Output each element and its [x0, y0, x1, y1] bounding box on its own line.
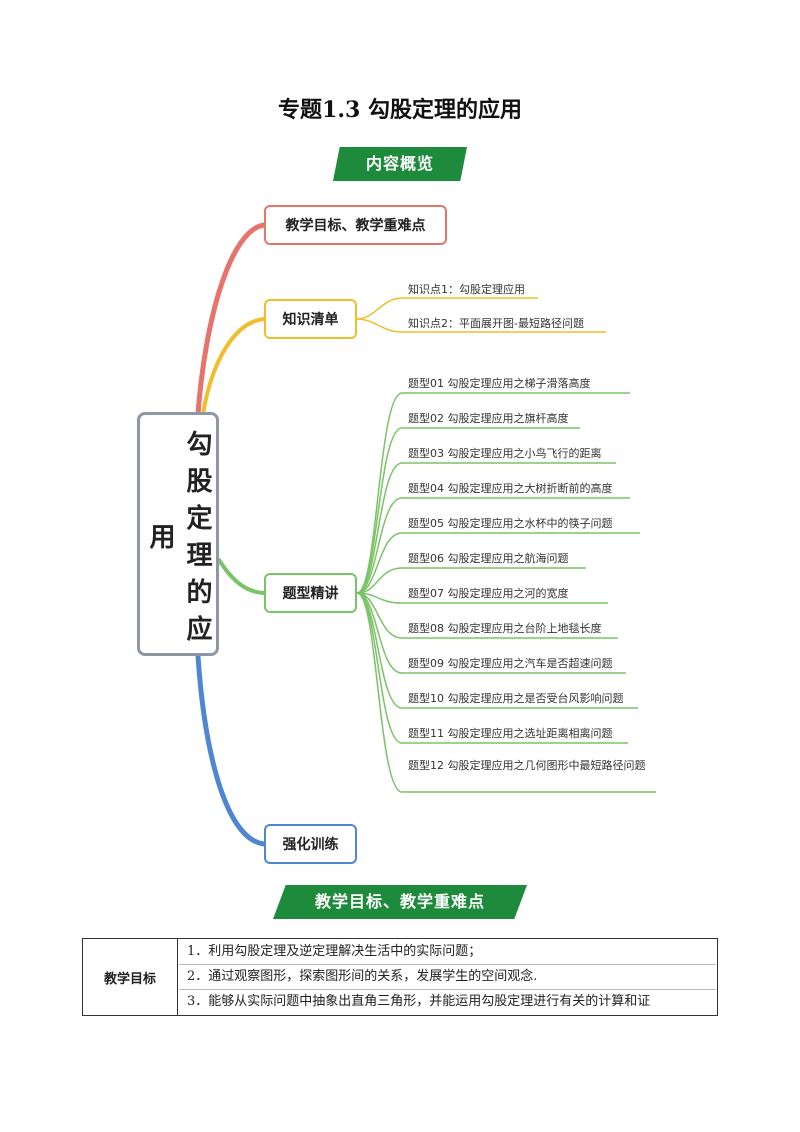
table-row: 教学目标 1．利用勾股定理及逆定理解决生活中的实际问题； 2．通过观察图形，探索…: [82, 938, 718, 1016]
branch-knowledge: 知识清单: [264, 299, 357, 339]
connector-type-02: [356, 427, 580, 594]
goals-list: 1．利用勾股定理及逆定理解决生活中的实际问题； 2．通过观察图形，探索图形间的关…: [177, 938, 718, 1016]
mindmap-root-label: 勾股定理的应用: [145, 430, 212, 652]
branch-types: 题型精讲: [264, 573, 357, 613]
type-item-12: 题型12 勾股定理应用之几何图形中最短路径问题: [408, 759, 646, 772]
branch-goals: 教学目标、教学重难点: [264, 205, 447, 245]
type-item-02: 题型02 勾股定理应用之旗杆高度: [408, 412, 569, 425]
connector-type-07: [356, 592, 608, 604]
type-item-05: 题型05 勾股定理应用之水杯中的筷子问题: [408, 517, 613, 530]
connector-type-06: [356, 567, 586, 594]
type-item-09: 题型09 勾股定理应用之汽车是否超速问题: [408, 657, 613, 670]
goals-label: 教学目标: [82, 938, 178, 1016]
connector-knowledge-2: [356, 318, 606, 333]
goal-item-3: 3．能够从实际问题中抽象出直角三角形，并能运用勾股定理进行有关的计算和证: [187, 994, 651, 1009]
type-item-01: 题型01 勾股定理应用之梯子滑落高度: [408, 377, 591, 390]
connector-type-03: [356, 462, 616, 594]
type-item-10: 题型10 勾股定理应用之是否受台风影响问题: [408, 692, 624, 705]
goal-item-1: 1．利用勾股定理及逆定理解决生活中的实际问题；: [179, 940, 716, 965]
connector-type-05: [356, 532, 640, 594]
connector-training: [195, 653, 267, 847]
connector-goals: [195, 222, 267, 417]
type-item-11: 题型11 勾股定理应用之选址距离相离问题: [408, 727, 613, 740]
type-item-08: 题型08 勾股定理应用之台阶上地毯长度: [408, 622, 602, 635]
type-item-06: 题型06 勾股定理应用之航海问题: [408, 552, 569, 565]
type-item-03: 题型03 勾股定理应用之小鸟飞行的距离: [408, 447, 602, 460]
branch-training: 强化训练: [264, 824, 357, 864]
knowledge-item-1: 知识点1：勾股定理应用: [408, 283, 525, 296]
connector-type-11: [356, 592, 628, 744]
connector-type-12: [356, 592, 656, 793]
knowledge-item-2: 知识点2：平面展开图-最短路径问题: [408, 317, 584, 330]
page-title: 专题1.3 勾股定理的应用: [278, 97, 522, 123]
mindmap-root: 勾股定理的应用: [137, 412, 219, 656]
type-item-07: 题型07 勾股定理应用之河的宽度: [408, 587, 569, 600]
connector-types: [217, 558, 266, 595]
goals-table: 教学目标 1．利用勾股定理及逆定理解决生活中的实际问题； 2．通过观察图形，探索…: [82, 938, 718, 1016]
connector-type-04: [356, 497, 630, 594]
goal-item-2: 2．通过观察图形，探索图形间的关系，发展学生的空间观念.: [179, 965, 716, 990]
connector-knowledge-1: [356, 297, 538, 320]
goals-banner: 教学目标、教学重难点: [273, 885, 527, 919]
connector-knowledge: [201, 317, 266, 416]
type-item-04: 题型04 勾股定理应用之大树折断前的高度: [408, 482, 613, 495]
connector-type-08: [356, 592, 618, 639]
overview-banner: 内容概览: [333, 147, 467, 181]
